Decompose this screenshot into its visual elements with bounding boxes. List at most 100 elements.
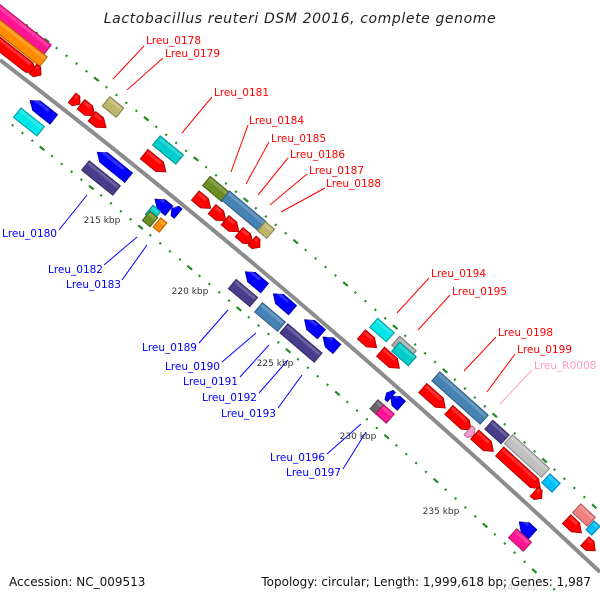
- gene-arrow[interactable]: [168, 204, 183, 219]
- gene-arrow[interactable]: [375, 346, 404, 373]
- gene-feature[interactable]: [507, 528, 533, 552]
- reverse-gene-label[interactable]: Lreu_0191: [183, 376, 238, 388]
- gene-arrow[interactable]: [463, 425, 478, 440]
- tick-mark: [365, 417, 369, 421]
- tick-label: 235 kbp: [423, 507, 460, 517]
- tick-mark: [334, 273, 337, 277]
- forward-gene-label[interactable]: Lreu_0194: [431, 268, 486, 280]
- gene-feature[interactable]: [484, 419, 510, 445]
- reverse-gene-label[interactable]: Lreu_0183: [66, 279, 121, 291]
- gene-arrow[interactable]: [319, 333, 342, 355]
- tick-mark: [491, 412, 498, 419]
- gene-feature[interactable]: [391, 341, 417, 367]
- gene-arrow[interactable]: [220, 214, 243, 237]
- forward-gene-label[interactable]: Lreu_0181: [214, 87, 269, 99]
- tick-mark: [503, 422, 507, 426]
- gene-feature[interactable]: [541, 473, 561, 493]
- reverse-gene-label[interactable]: Lreu_0192: [202, 392, 257, 404]
- label-leader-line: [269, 173, 308, 206]
- gene-arrow[interactable]: [270, 289, 298, 316]
- forward-gene-label[interactable]: Lreu_0184: [249, 115, 304, 127]
- label-leader-line: [112, 45, 145, 80]
- label-leader-line: [280, 187, 326, 213]
- gene-feature[interactable]: [141, 210, 159, 228]
- gene-feature[interactable]: [256, 220, 276, 240]
- forward-gene-label[interactable]: Lreu_0179: [165, 48, 220, 60]
- tick-mark: [463, 505, 467, 509]
- gene-feature[interactable]: [227, 278, 259, 308]
- gene-feature[interactable]: [152, 217, 168, 233]
- gene-feature[interactable]: [101, 95, 125, 119]
- gene-arrow[interactable]: [76, 98, 99, 121]
- forward-gene-label[interactable]: Lreu_0186: [290, 149, 345, 161]
- forward-gene-label[interactable]: Lreu_0178: [146, 35, 201, 47]
- gene-arrow[interactable]: [580, 536, 599, 555]
- tick-mark: [326, 383, 330, 387]
- forward-gene-label[interactable]: Lreu_0187: [309, 165, 364, 177]
- gene-feature[interactable]: [585, 520, 600, 536]
- forward-gene-label[interactable]: Lreu_0185: [271, 133, 326, 145]
- gene-feature[interactable]: [253, 302, 287, 332]
- tick-mark: [104, 85, 108, 89]
- label-leader-line: [499, 369, 533, 405]
- gene-arrow[interactable]: [87, 110, 110, 133]
- reverse-gene-label[interactable]: Lreu_0180: [2, 228, 57, 240]
- gene-feature[interactable]: [80, 160, 122, 196]
- tick-mark: [266, 332, 270, 336]
- tick-mark: [483, 404, 487, 408]
- gene-feature[interactable]: [503, 434, 551, 478]
- gene-feature[interactable]: [151, 135, 185, 165]
- gene-arrow[interactable]: [151, 195, 174, 217]
- gene-feature[interactable]: [12, 107, 46, 137]
- tick-mark: [227, 299, 231, 303]
- reverse-gene-label[interactable]: Lreu_0189: [142, 342, 197, 354]
- reverse-gene-label[interactable]: Lreu_0182: [48, 264, 103, 276]
- tick-mark: [174, 141, 178, 145]
- tick-mark: [513, 551, 517, 555]
- gene-arrow[interactable]: [27, 96, 59, 125]
- gene-arrow[interactable]: [139, 148, 169, 176]
- gene-arrow[interactable]: [247, 235, 263, 252]
- gene-arrow[interactable]: [234, 226, 257, 249]
- gene-arrow[interactable]: [494, 446, 545, 493]
- gene-arrow[interactable]: [515, 518, 538, 540]
- label-leader-line: [258, 359, 289, 394]
- tick-mark: [363, 299, 367, 303]
- tick-mark: [444, 488, 448, 492]
- gene-arrow[interactable]: [67, 92, 83, 109]
- gene-feature[interactable]: [431, 371, 489, 425]
- reverse-gene-label[interactable]: Lreu_0197: [286, 467, 341, 479]
- tick-mark: [513, 431, 517, 435]
- gene-arrow[interactable]: [469, 429, 498, 456]
- gene-arrow[interactable]: [94, 148, 134, 183]
- rna-gene-label[interactable]: Lreu_R0008: [534, 360, 596, 372]
- reverse-gene-label[interactable]: Lreu_0196: [270, 452, 325, 464]
- gene-arrow[interactable]: [444, 404, 475, 435]
- gene-arrow[interactable]: [387, 392, 406, 411]
- forward-gene-label[interactable]: Lreu_0188: [326, 178, 381, 190]
- gene-arrow[interactable]: [28, 63, 44, 80]
- reverse-gene-label[interactable]: Lreu_0193: [221, 408, 276, 420]
- tick-mark: [168, 249, 172, 253]
- forward-gene-label[interactable]: Lreu_0198: [498, 327, 553, 339]
- tick-mark: [582, 495, 586, 499]
- gene-arrow[interactable]: [356, 329, 381, 352]
- forward-gene-label[interactable]: Lreu_0199: [517, 344, 572, 356]
- gene-arrow[interactable]: [301, 315, 326, 340]
- gene-feature[interactable]: [369, 317, 395, 343]
- gene-arrow[interactable]: [383, 389, 396, 403]
- forward-gene-label[interactable]: Lreu_0195: [452, 286, 507, 298]
- gene-arrow[interactable]: [418, 382, 449, 413]
- gene-arrow[interactable]: [190, 190, 214, 213]
- tick-mark: [50, 154, 54, 158]
- gene-arrow[interactable]: [242, 267, 270, 294]
- gene-feature[interactable]: [375, 404, 395, 424]
- gene-feature[interactable]: [571, 503, 597, 527]
- gene-arrow[interactable]: [561, 514, 586, 537]
- gene-feature[interactable]: [279, 323, 323, 363]
- gene-feature[interactable]: [201, 175, 231, 203]
- gene-arrow[interactable]: [207, 203, 230, 226]
- gene-arrow[interactable]: [529, 486, 545, 503]
- tick-mark: [345, 400, 349, 404]
- reverse-gene-label[interactable]: Lreu_0190: [165, 361, 220, 373]
